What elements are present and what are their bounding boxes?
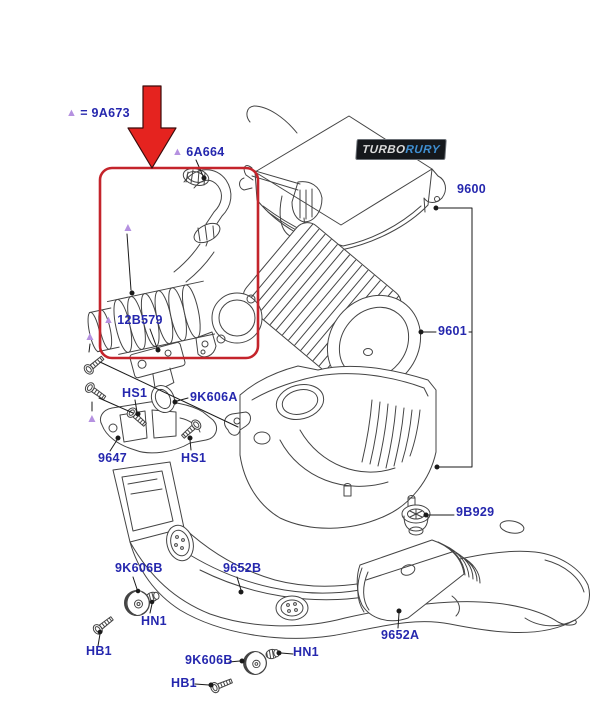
callout-hs1-2: HS1 [181,452,206,465]
callout-text: 9652A [381,628,420,642]
screw-9a673-a [81,353,107,377]
callout-9600: 9600 [457,183,486,196]
callout-text: HS1 [181,451,207,465]
callout-9652b: 9652B [223,562,261,575]
callout-text: 9K606A [190,390,238,404]
legend-text: = 9A673 [80,106,130,120]
callout-text: HB1 [86,644,112,658]
bolt-hb1-1 [90,613,116,637]
screw-9a673-b [83,380,109,403]
callout-hn1-1: HN1 [141,615,167,628]
highlight-arrow-icon [127,85,177,169]
callout-text: 9600 [457,182,487,196]
bushing-9k606b-1 [124,590,150,616]
callout-text: 9601 [438,324,468,338]
callout-hs1-1: HS1 [122,387,147,400]
callout-text: 9K606B [115,561,163,575]
intake-hose-assembly-drawing [87,168,263,399]
callout-6a664: ▲6A664 [172,146,225,159]
callout-9b929: 9B929 [456,506,494,519]
callout-12b579: ▲12B579 [103,314,163,327]
logo-text-turbo: TURBO [361,143,406,156]
callout-text: 9647 [98,451,128,465]
air-cleaner-cover-drawing [239,105,446,251]
callout-text: HS1 [122,386,148,400]
callout-text: 12B579 [117,313,163,327]
grommet-9b929-drawing [401,504,431,536]
callout-text: 9652B [223,561,262,575]
leader-lines [88,159,473,688]
highlight-box [98,166,260,360]
intake-duct-9652b-drawing [112,461,590,639]
callout-hn1-2: HN1 [293,646,319,659]
callout-text: HN1 [293,645,319,659]
callout-9k606b-2: 9K606B [185,654,233,667]
callout-text: 6A664 [186,145,225,159]
triangle-marker-icon: ▲ [103,314,115,326]
callout-text: HB1 [171,676,197,690]
bushing-9k606b-2 [243,651,267,675]
triangle-marker-icon: ▲ [84,329,96,343]
triangle-marker-icon: ▲ [66,107,78,119]
callout-hb1-2: HB1 [171,677,197,690]
callout-9k606a: 9K606A [190,391,238,404]
legend-9a673: ▲= 9A673 [66,107,130,120]
triangle-marker-icon: ▲ [172,146,184,158]
callout-9652a: 9652A [381,629,419,642]
triangle-marker-icon: ▲ [86,411,98,425]
callout-9k606b-1: 9K606B [115,562,163,575]
callout-text: HN1 [141,614,167,628]
callout-text: 9B929 [456,505,495,519]
callout-9647: 9647 [98,452,127,465]
callout-hb1-1: HB1 [86,645,112,658]
bellows-duct-9652a-drawing [356,539,481,622]
logo-text-rury: RURY [405,143,441,156]
air-box-lower-housing-drawing [224,365,437,529]
callout-text: 9K606B [185,653,233,667]
triangle-marker-icon: ▲ [122,220,134,234]
callout-9601: 9601 [438,325,467,338]
